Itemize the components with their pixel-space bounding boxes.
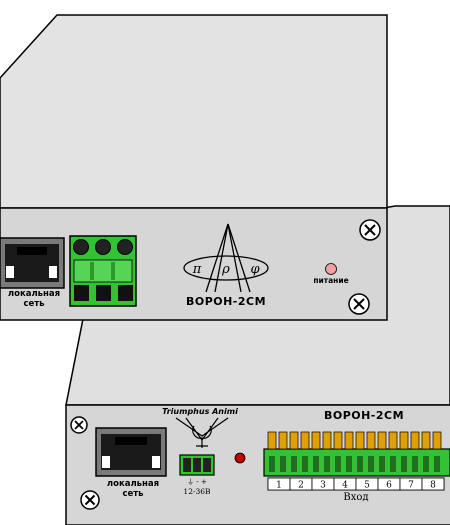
terminal-hole-icon xyxy=(412,456,418,472)
terminal-lever-icon xyxy=(333,431,343,450)
input-number: 2 xyxy=(298,481,304,491)
brand-logo-icon xyxy=(175,417,229,448)
input-number-row: 1 2 3 4 5 6 7 8 xyxy=(267,477,445,491)
input-number: 7 xyxy=(408,481,414,491)
screw-icon xyxy=(80,490,100,510)
input-number: 6 xyxy=(386,481,392,491)
input-number: 5 xyxy=(364,481,370,491)
screw-icon xyxy=(348,293,370,315)
power-voltage-label: 12-36В xyxy=(183,487,211,496)
terminal-lever-icon xyxy=(267,431,277,450)
logo-letter-pi: π xyxy=(192,262,202,277)
terminal-hole-icon xyxy=(280,456,286,472)
input-number: 3 xyxy=(320,481,326,491)
logo-emblem-icon xyxy=(183,223,269,293)
screw-icon xyxy=(359,219,381,241)
terminal-hole-icon xyxy=(357,456,363,472)
input-number: 4 xyxy=(342,481,348,491)
terminal-lever-icon xyxy=(432,431,442,450)
terminal-hole-icon xyxy=(324,456,330,472)
input-terminal-block xyxy=(263,431,450,477)
logo-letter-phi: φ xyxy=(250,262,260,277)
terminal-hole-icon xyxy=(379,456,385,472)
terminal-hole-icon xyxy=(269,456,275,472)
top-port-label-line2: сеть xyxy=(23,299,44,309)
power-terminal xyxy=(69,235,137,307)
terminal-lever-icon xyxy=(355,431,365,450)
logo-letter-rho: ρ xyxy=(221,262,230,277)
terminal-lever-icon xyxy=(399,431,409,450)
terminal-hole-icon xyxy=(313,456,319,472)
terminal-hole-icon xyxy=(434,456,440,472)
terminal-lever-icon xyxy=(300,431,310,450)
ethernet-port-icon xyxy=(0,237,65,289)
input-number: 1 xyxy=(276,481,282,491)
power-led-icon xyxy=(325,263,337,275)
terminal-hole-icon xyxy=(423,456,429,472)
bottom-port-label-line2: сеть xyxy=(122,489,143,499)
input-number: 8 xyxy=(430,481,436,491)
terminal-hole-icon xyxy=(390,456,396,472)
terminal-hole-icon xyxy=(302,456,308,472)
bottom-model-label: ВОРОН-2СМ xyxy=(324,409,404,422)
terminal-lever-icon xyxy=(344,431,354,450)
terminal-lever-icon xyxy=(278,431,288,450)
terminal-hole-icon xyxy=(401,456,407,472)
bottom-port-label-line1: локальная xyxy=(107,479,159,489)
terminal-lever-icon xyxy=(311,431,321,450)
terminal-hole-icon xyxy=(346,456,352,472)
terminal-lever-icon xyxy=(410,431,420,450)
terminal-lever-icon xyxy=(421,431,431,450)
terminal-lever-icon xyxy=(289,431,299,450)
power-label: питание xyxy=(313,276,348,285)
top-device-top-surface xyxy=(0,14,388,209)
input-number-box xyxy=(421,477,445,491)
ethernet-port-icon xyxy=(95,427,167,477)
top-port-label-line1: локальная xyxy=(8,289,60,299)
top-device: локальная сеть π ρ φ ВОРОН-2СМ питание xyxy=(0,14,388,321)
terminal-hole-icon xyxy=(335,456,341,472)
terminal-lever-icon xyxy=(322,431,332,450)
top-model-label: ВОРОН-2СМ xyxy=(186,295,266,308)
power-polarity-label: ⏚ - + xyxy=(187,478,207,486)
input-label: Вход xyxy=(343,492,368,503)
brand-text: Triumphus Animi xyxy=(162,407,238,416)
terminal-lever-icon xyxy=(366,431,376,450)
terminal-hole-icon xyxy=(291,456,297,472)
terminal-lever-icon xyxy=(377,431,387,450)
power-terminal xyxy=(179,454,215,476)
terminal-hole-icon xyxy=(368,456,374,472)
terminal-lever-icon xyxy=(388,431,398,450)
screw-icon xyxy=(70,416,88,434)
status-led-icon xyxy=(234,452,246,464)
